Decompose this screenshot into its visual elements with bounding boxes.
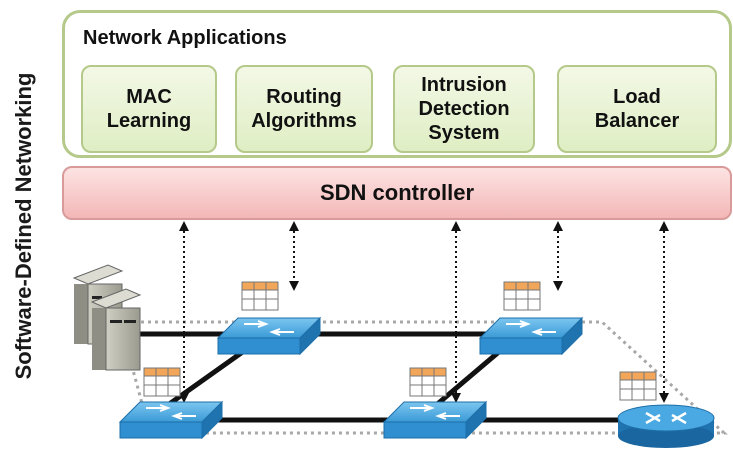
sdn-controller-label: SDN controller bbox=[319, 180, 475, 205]
flow-table-icon bbox=[503, 281, 541, 311]
app-label: Load Balancer bbox=[594, 86, 680, 132]
app-label: MAC Learning bbox=[106, 86, 192, 132]
flow-table-icon bbox=[143, 367, 181, 397]
switch-icon bbox=[382, 400, 488, 440]
app-mac-learning: MAC Learning bbox=[81, 65, 217, 153]
switch-icon bbox=[216, 316, 322, 356]
app-routing-algorithms: Routing Algorithms bbox=[235, 65, 373, 153]
app-label: Intrusion Detection System bbox=[418, 74, 510, 144]
switch-icon bbox=[478, 316, 584, 356]
app-intrusion-detection-system: Intrusion Detection System bbox=[393, 65, 535, 153]
server-icon bbox=[72, 264, 142, 371]
control-channel-arrows bbox=[179, 221, 669, 403]
app-load-balancer: Load Balancer bbox=[557, 65, 717, 153]
flow-table-icon bbox=[241, 281, 279, 311]
flow-table-icon bbox=[619, 371, 657, 401]
router-icon bbox=[617, 404, 715, 448]
flow-table-icon bbox=[409, 367, 447, 397]
switch-icon bbox=[118, 400, 224, 440]
network-applications-box: Network Applications MAC Learning Routin… bbox=[62, 10, 732, 158]
app-label: Routing Algorithms bbox=[251, 86, 357, 132]
network-applications-title: Network Applications bbox=[83, 27, 287, 49]
dotted-link-outline bbox=[118, 320, 728, 435]
sdn-controller: SDN controller bbox=[62, 166, 732, 220]
